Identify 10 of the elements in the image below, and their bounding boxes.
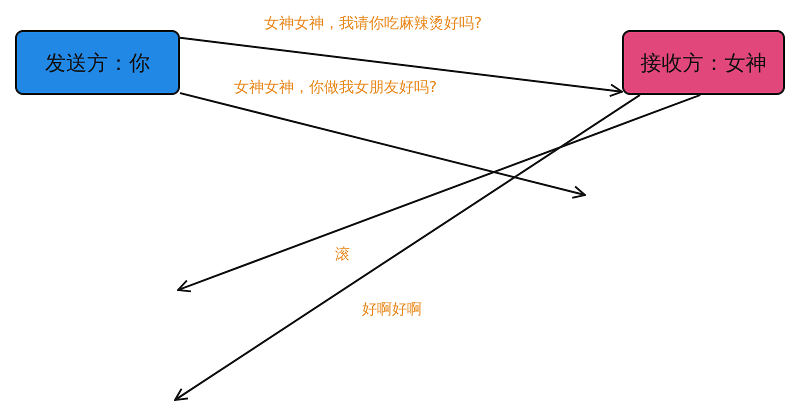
message-arrow <box>180 92 586 199</box>
edge-label: 女神女神，我请你吃麻辣烫好吗? <box>262 14 484 33</box>
message-arrow <box>180 36 623 98</box>
edge-label: 好啊好啊 <box>360 300 424 319</box>
message-arrow <box>174 94 640 401</box>
message-arrow <box>177 94 701 292</box>
edge-label: 女神女神，你做我女朋友好吗? <box>232 78 439 97</box>
participant-box: 发送方：你 <box>15 30 180 95</box>
participant-box: 接收方：女神 <box>622 30 785 95</box>
edge-label: 滚 <box>333 245 352 264</box>
